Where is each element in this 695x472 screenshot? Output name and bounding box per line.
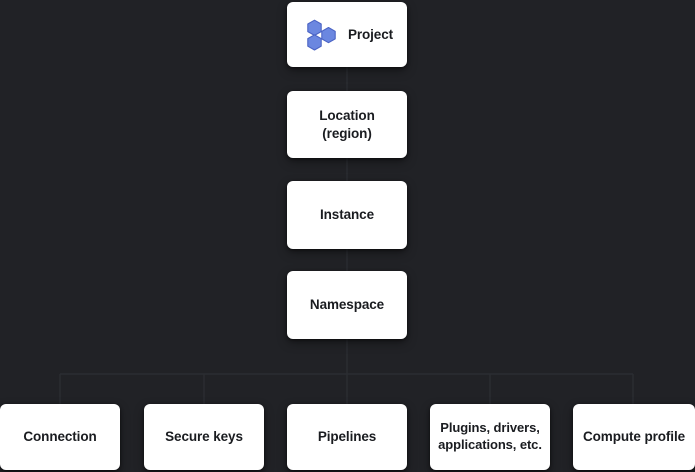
node-location-label: Location (region) <box>319 108 375 141</box>
node-secure-keys[interactable]: Secure keys <box>144 404 264 470</box>
node-namespace-label: Namespace <box>309 297 385 313</box>
node-namespace[interactable]: Namespace <box>287 271 407 339</box>
node-project-label: Project <box>347 26 394 42</box>
node-pipelines[interactable]: Pipelines <box>287 404 407 470</box>
node-pipelines-label: Pipelines <box>317 429 377 445</box>
node-compute-profile[interactable]: Compute profile <box>573 404 695 470</box>
node-plugins-label: Plugins, drivers, applications, etc. <box>438 420 542 452</box>
node-instance-label: Instance <box>320 207 374 223</box>
node-project[interactable]: Project <box>287 2 407 67</box>
node-secure-keys-label: Secure keys <box>165 429 243 445</box>
node-plugins[interactable]: Plugins, drivers, applications, etc. <box>430 404 550 470</box>
node-compute-profile-label: Compute profile <box>583 429 685 445</box>
node-connection[interactable]: Connection <box>0 404 120 470</box>
node-instance[interactable]: Instance <box>287 181 407 249</box>
node-connection-label: Connection <box>23 429 97 445</box>
hexagon-cluster-icon <box>307 19 336 51</box>
node-location[interactable]: Location (region) <box>287 91 407 158</box>
